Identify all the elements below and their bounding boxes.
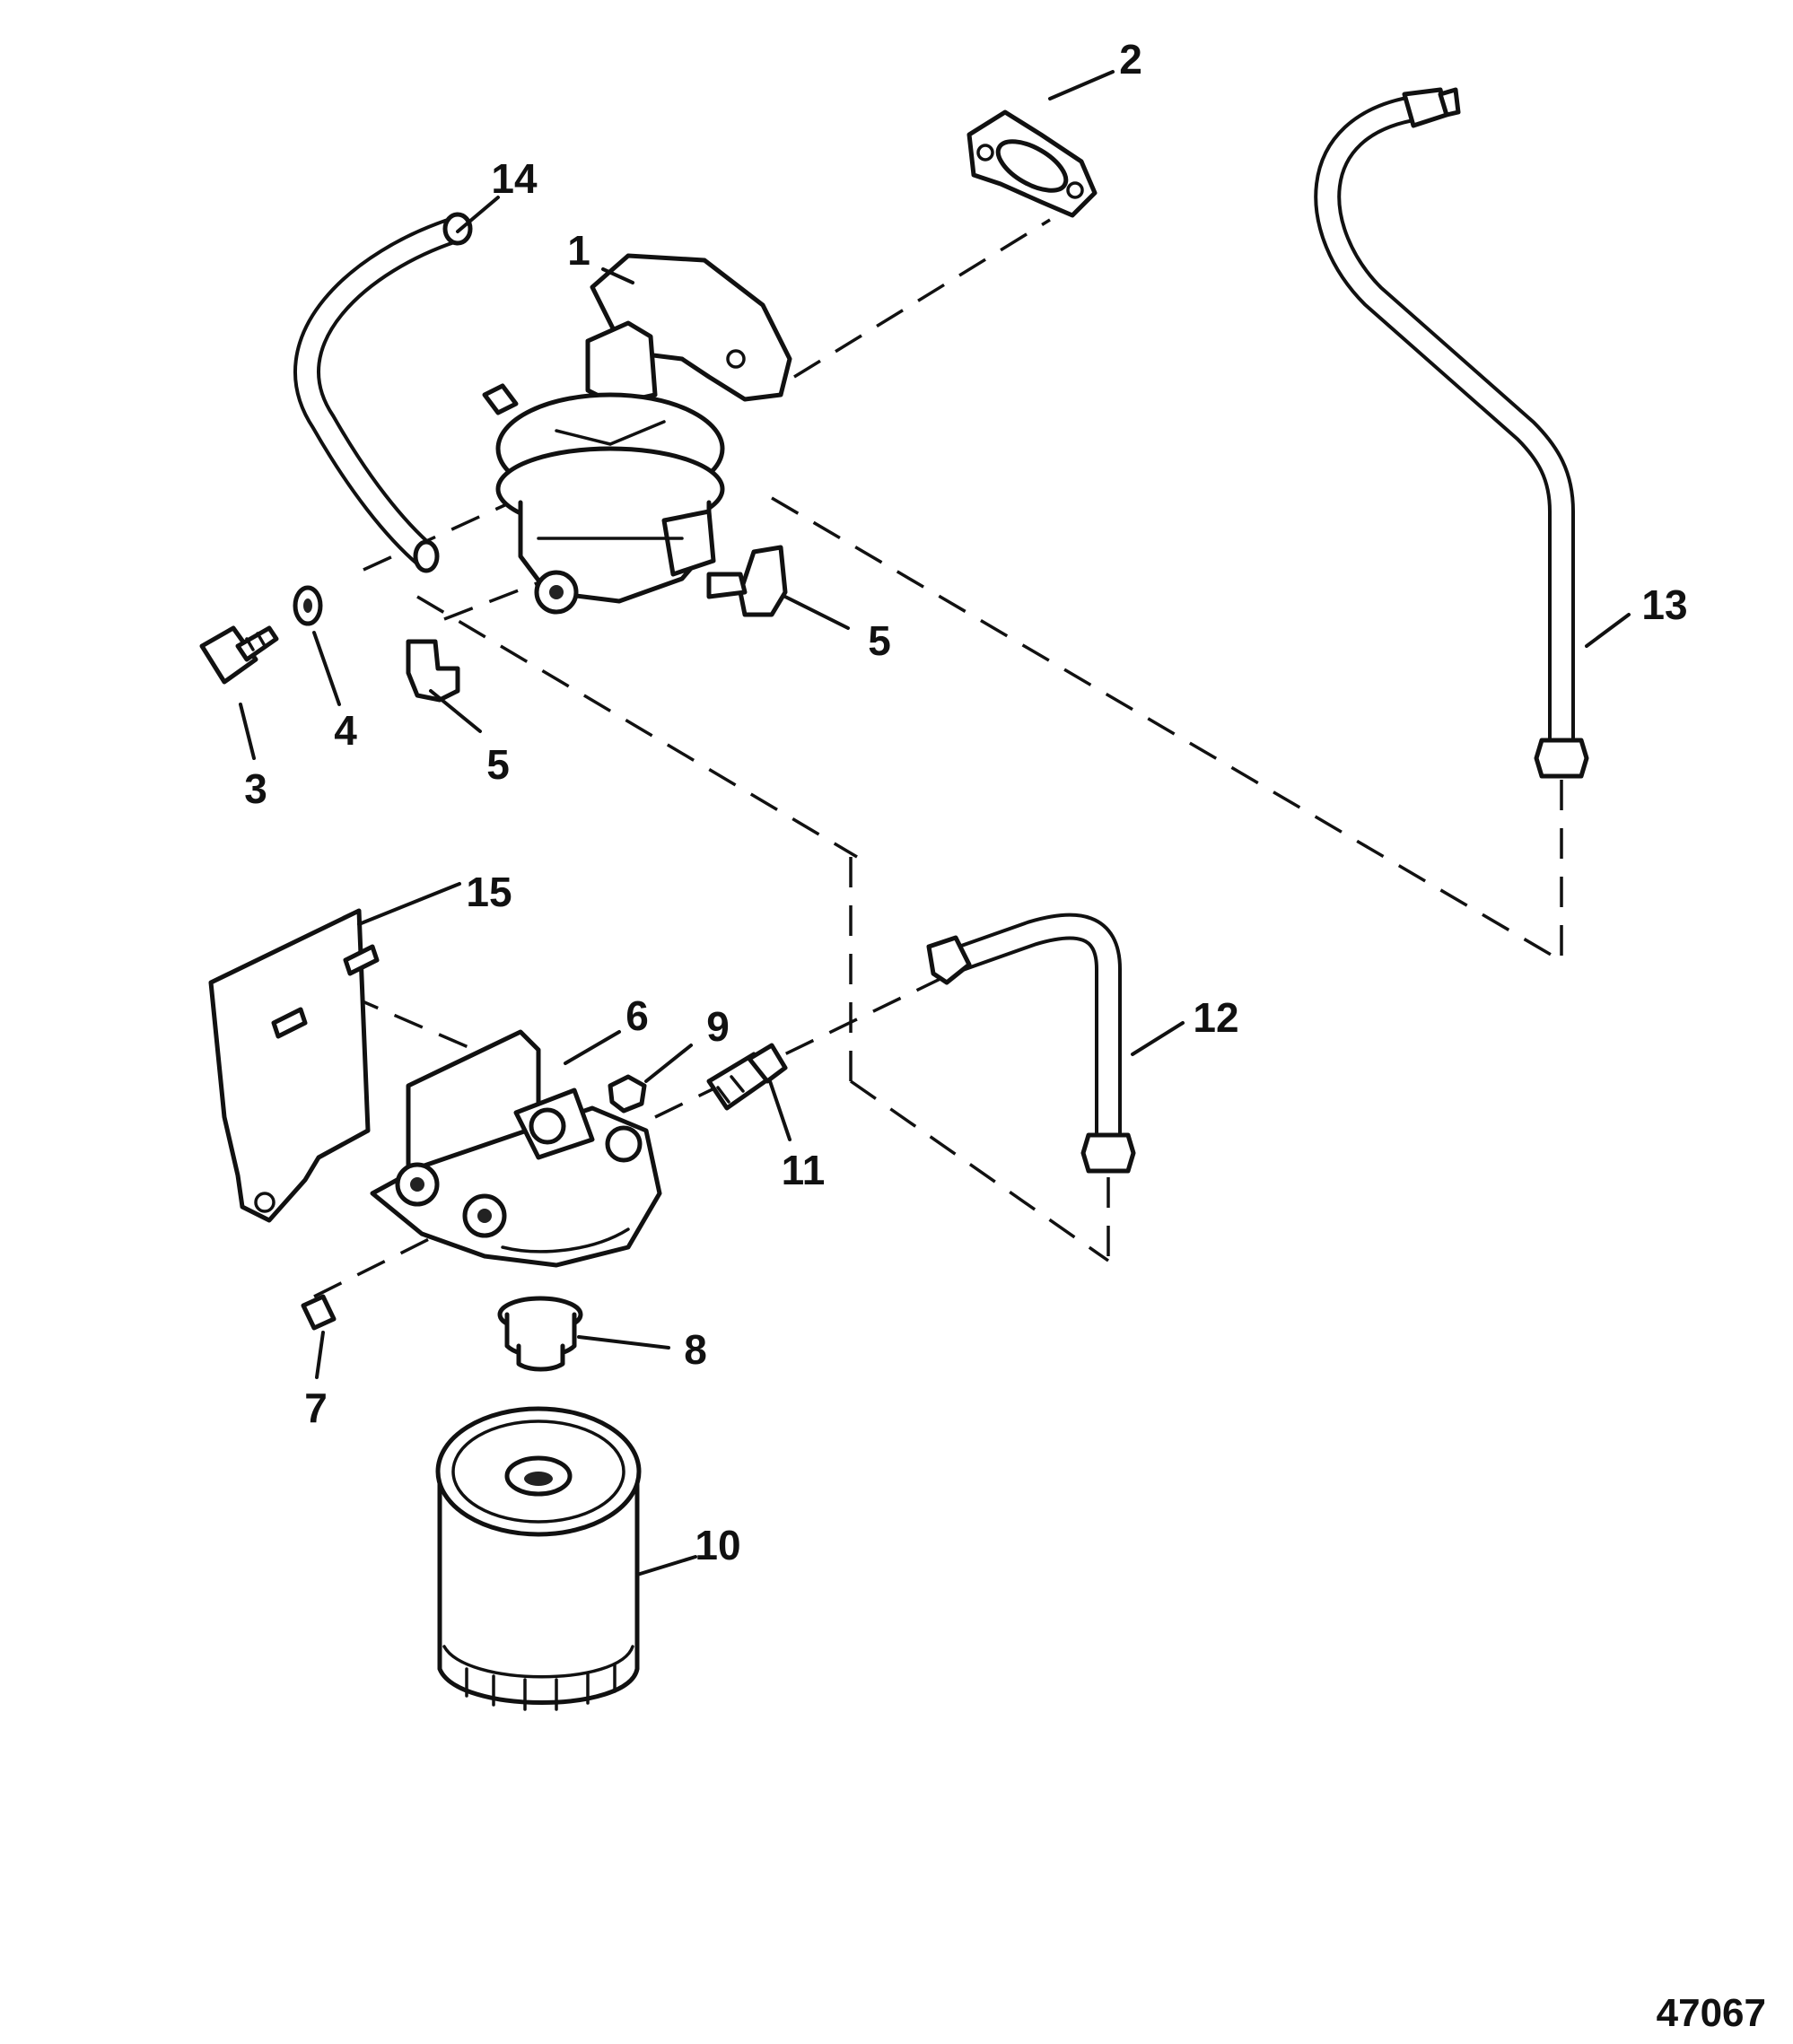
elbow-fitting-part — [406, 639, 460, 703]
figure-number: 47067 — [1657, 1991, 1766, 2035]
gasket-part — [966, 109, 1098, 218]
callout-7: 7 — [304, 1385, 328, 1431]
callout-labels: 1 2 3 4 5 5 6 7 8 9 10 11 12 13 14 15 — [244, 36, 1687, 1568]
plug-7-part — [301, 1294, 337, 1331]
callout-12: 12 — [1193, 994, 1238, 1041]
screw-part — [199, 625, 279, 685]
fuel-hose-part — [293, 212, 473, 573]
callout-14: 14 — [491, 155, 538, 202]
callout-3: 3 — [244, 765, 267, 812]
callout-13: 13 — [1641, 581, 1687, 628]
callout-5a: 5 — [486, 741, 510, 788]
callout-2: 2 — [1119, 36, 1142, 83]
filter-head-part — [370, 1029, 662, 1268]
connector-fitting-part — [706, 1043, 788, 1111]
filter-cartridge-part — [435, 1406, 642, 1711]
assembly-dashed-lines — [313, 218, 1563, 1298]
callout-6: 6 — [625, 992, 649, 1039]
elbow-fitting-part — [706, 545, 788, 617]
callout-10: 10 — [695, 1522, 740, 1568]
callout-1: 1 — [567, 227, 590, 274]
callout-9: 9 — [706, 1003, 730, 1050]
bracket-part — [208, 908, 380, 1223]
callout-15: 15 — [466, 869, 512, 915]
plug-9-part — [608, 1074, 647, 1114]
callout-5b: 5 — [868, 617, 891, 664]
fuel-line-12-part — [926, 913, 1136, 1174]
adapter-part — [497, 1296, 583, 1372]
washer-part — [293, 585, 323, 626]
leader-lines — [239, 70, 1631, 1577]
fuel-pump-part — [482, 253, 792, 615]
callout-4: 4 — [334, 707, 357, 754]
fuel-line-13-part — [1314, 87, 1589, 779]
callout-11: 11 — [782, 1147, 826, 1193]
callout-8: 8 — [684, 1326, 707, 1373]
